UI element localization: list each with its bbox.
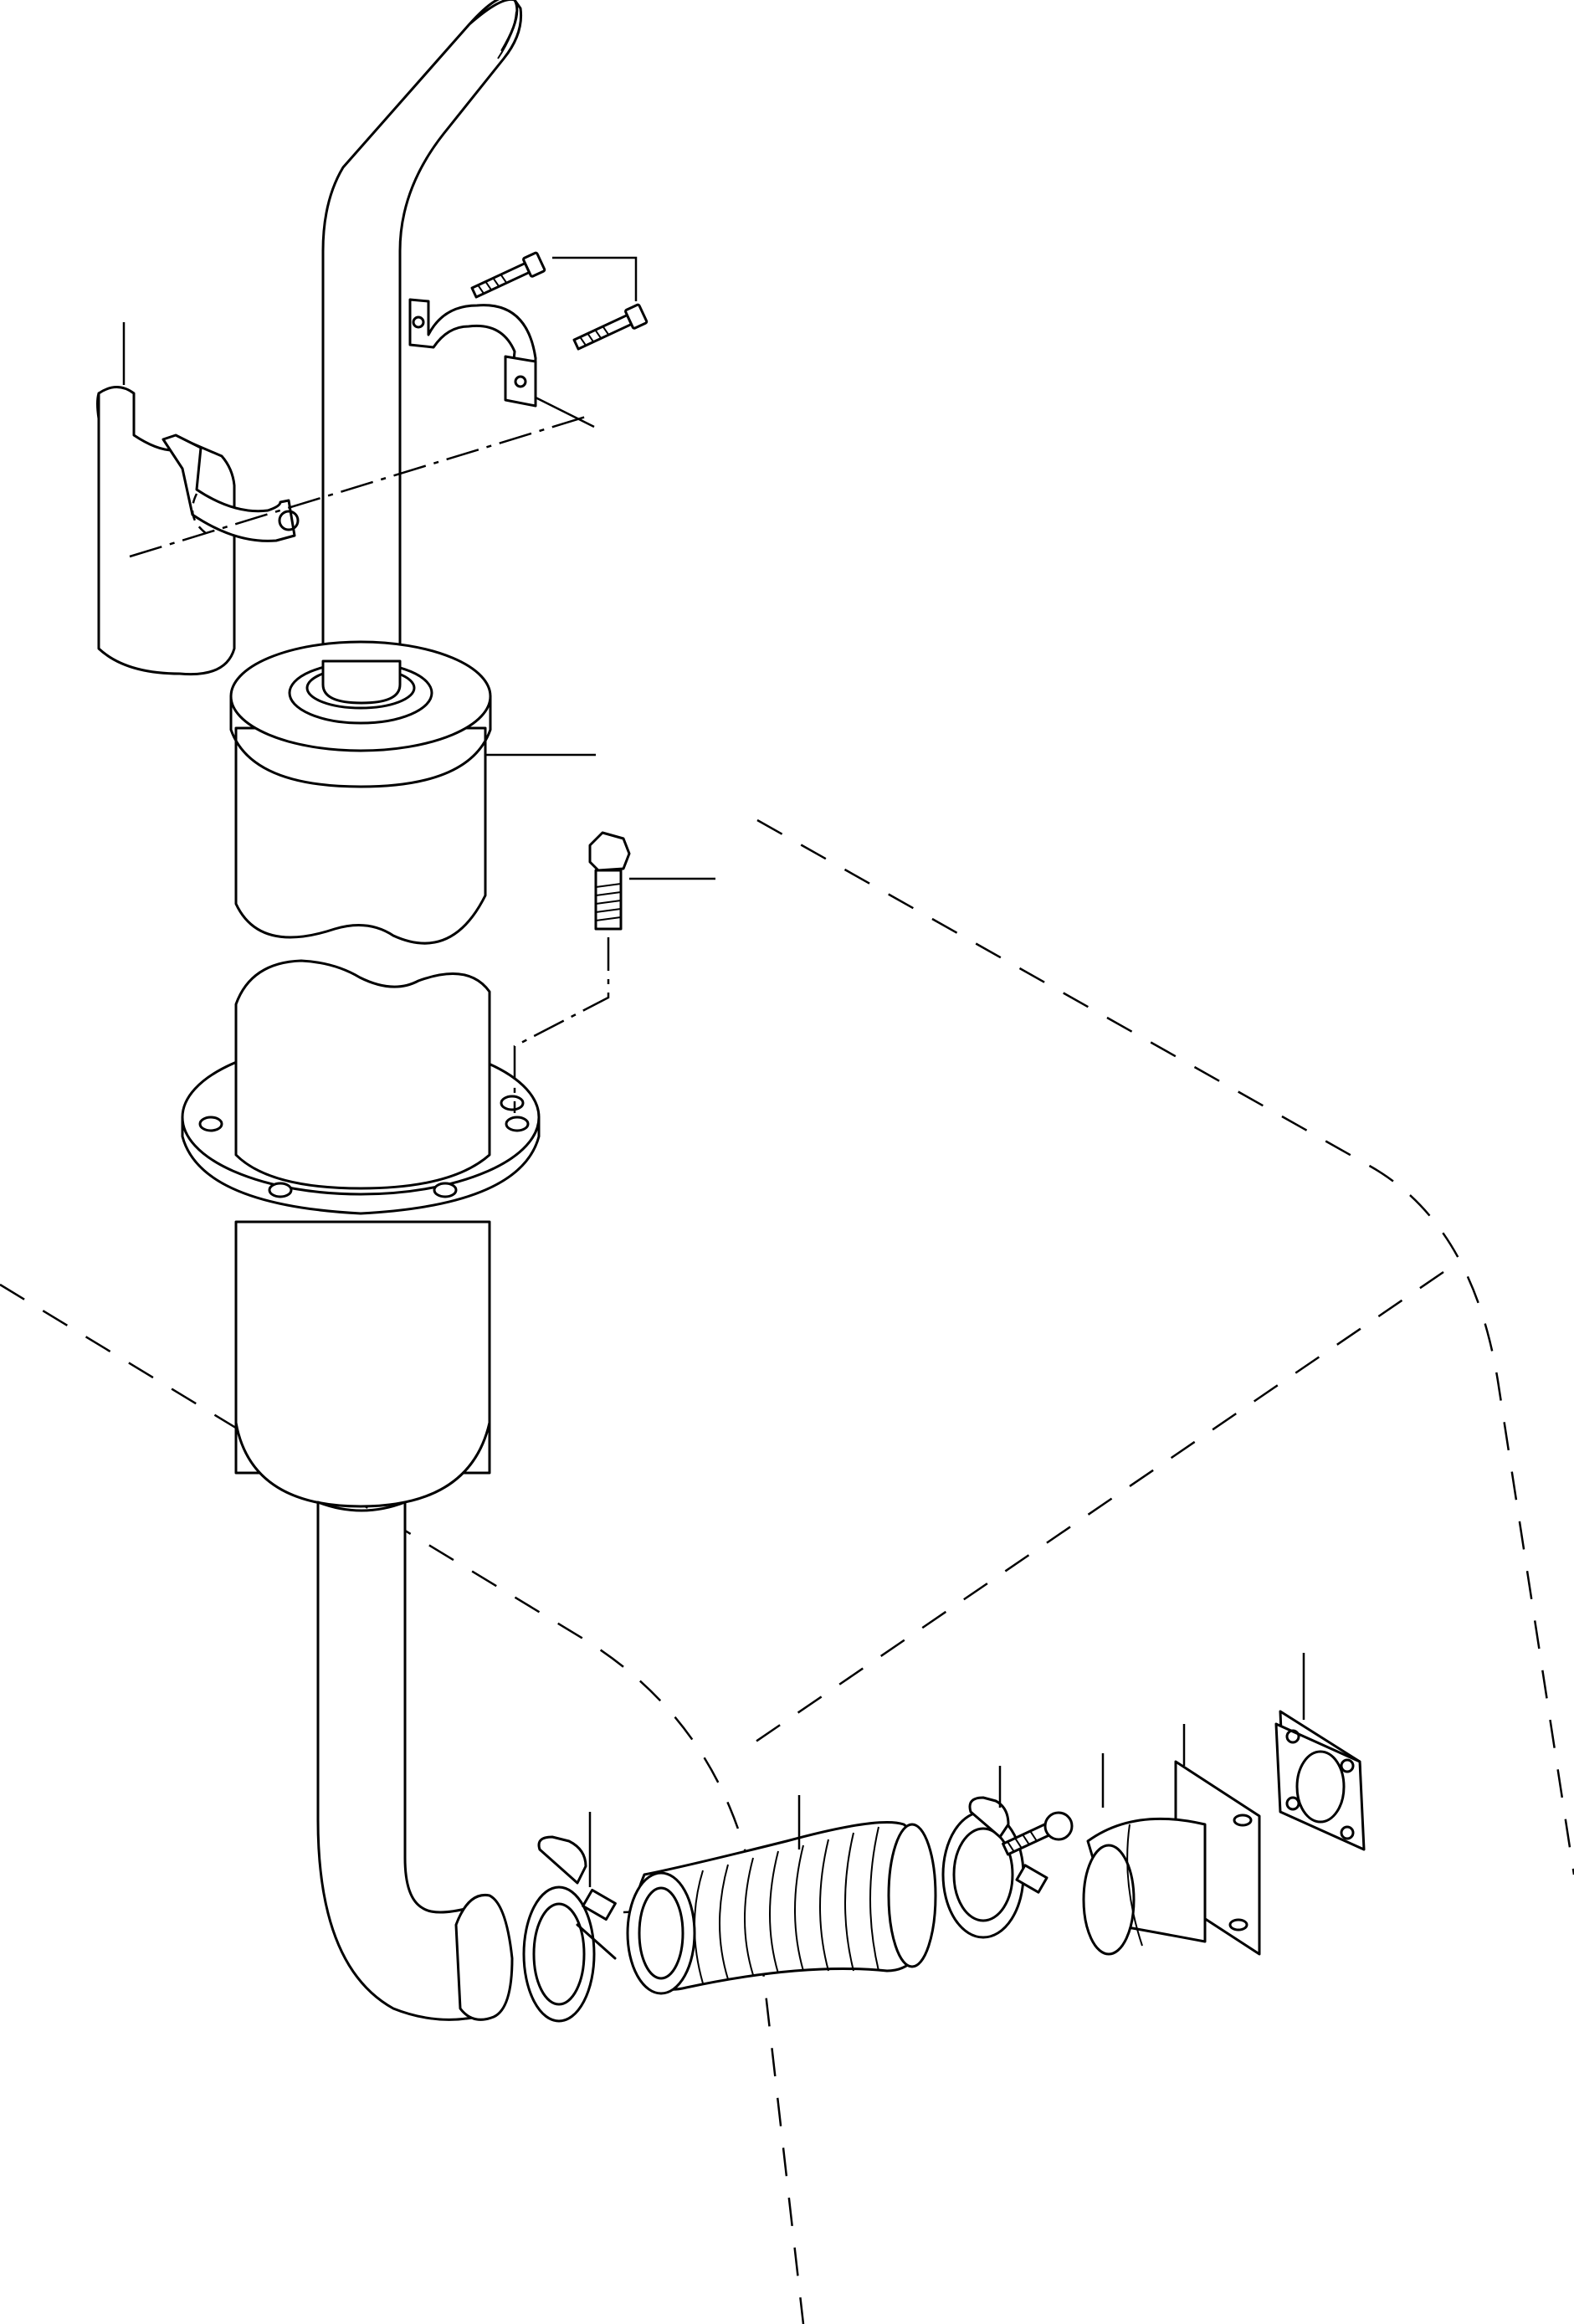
clamp-bolts [470, 251, 649, 351]
muffler-flange [181, 959, 541, 1508]
exhaust-stack-pipe [321, 0, 523, 671]
band-clamp-left [522, 1835, 617, 2023]
leader-pipe-clamp [535, 396, 595, 428]
muffler-outlet-pipe [316, 1501, 514, 2021]
flange-gasket [1274, 1710, 1366, 1851]
pipe-clamp [408, 298, 537, 408]
elbow-bolt [1002, 1811, 1074, 1856]
band-clamp-right [941, 1796, 1048, 1939]
flexible-bellows [626, 1821, 937, 1995]
muffler-mounting-bolt [588, 831, 631, 931]
heat-shield [96, 386, 300, 676]
leader-clamp-bolts [552, 256, 638, 301]
muffler [229, 640, 492, 945]
leader-lines [122, 256, 1305, 1887]
elbow-adapter [1082, 1760, 1261, 1956]
